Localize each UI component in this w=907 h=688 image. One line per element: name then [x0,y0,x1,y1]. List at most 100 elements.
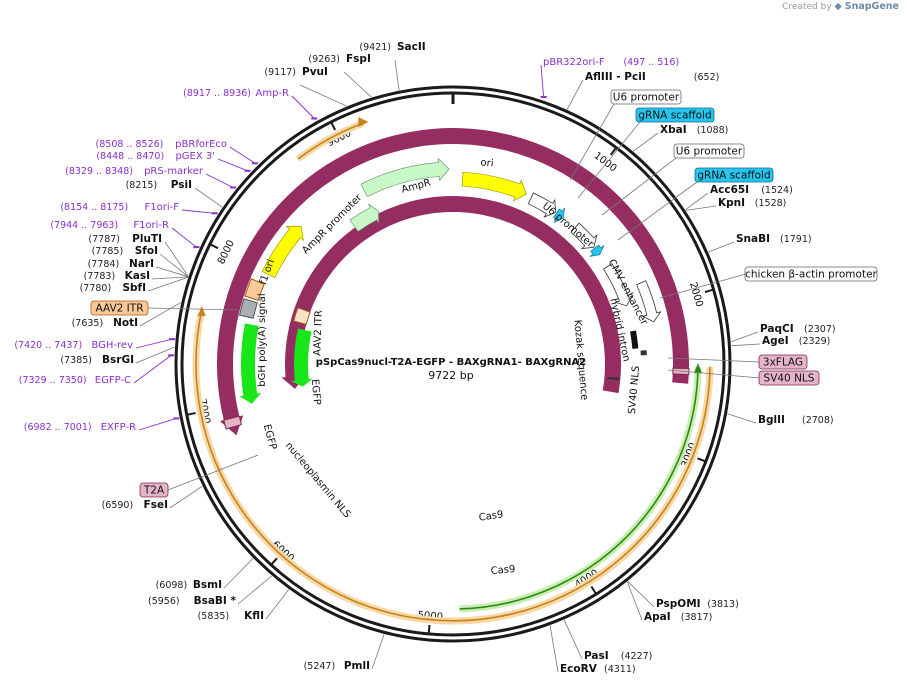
site-name-25[interactable]: ApaI [644,611,671,623]
site-name-4[interactable]: PluTI [132,233,162,245]
ampr-arrow [360,157,450,198]
site-name-23[interactable]: BglII [758,414,785,426]
site-leader-12 [223,558,254,589]
sv40-nls-label: SV40 NLS [627,365,642,414]
box-bg-sv40 [758,370,820,386]
outer-orange-glow [200,427,695,625]
grna-scaffold-1-arrow [553,207,565,223]
box-bg-u6-promoter-1 [610,89,682,105]
primer-name-5[interactable]: F1ori-R [133,220,169,231]
aav2-itr-inner-block [293,307,311,325]
box-text-flag: 3xFLAG [763,357,803,369]
site-name-20[interactable]: SnaBI [736,233,770,245]
credit-prefix: Created by [782,2,832,12]
egfp-inner-arrow [290,328,313,387]
box-leader-t2a [167,454,259,491]
tick-2000 [704,288,714,294]
snapgene-logo: ◆ [834,1,842,12]
primer-name-8[interactable]: EXFP-R [101,422,136,433]
site-name-17[interactable]: XbaI [660,124,687,136]
box-bg-grna-scaffold-1 [635,107,715,123]
primer-name-3[interactable]: pRS-marker [144,166,204,177]
site-name-5[interactable]: SfoI [135,245,158,257]
primer-leader-0 [291,95,315,119]
box-bg-grna-scaffold-2 [694,167,774,183]
site-pos-4: (7787) [88,234,120,245]
egfp-outer-arrow [239,323,262,404]
primer-leader-8 [138,417,177,431]
primer-leader-6 [135,338,173,349]
primer-pos-3: (8329 .. 8348) [65,166,133,177]
box-t2a[interactable]: T2A [139,482,169,498]
site-name-14[interactable]: KflI [244,610,264,622]
box-grna-scaffold-1[interactable]: gRNA scaffold [635,107,715,123]
site-name-0[interactable]: SacII [397,41,426,53]
site-pos-1: (9263) [308,54,340,65]
primer-pos-6: (7420 .. 7437) [14,340,82,351]
site-name-16[interactable]: AflIII - PciI [585,71,646,83]
primer-name-2[interactable]: pGEX 3' [175,151,215,162]
primer-name-0[interactable]: Amp-R [256,88,290,99]
ampr-promoter-arrow [349,203,380,232]
site-name-10[interactable]: BsrGI [102,354,134,366]
site-leader-2 [299,84,347,107]
site-pos-24: (3813) [707,599,739,610]
box-cba-promoter[interactable]: chicken β-actin promoter [744,266,878,282]
snapgene-credit: Created by ◆ SnapGene [782,1,899,12]
primer-name-1[interactable]: pBRforEco [175,139,227,150]
site-pos-12: (6098) [156,580,188,591]
site-leader-26 [563,619,583,660]
primer-name-7[interactable]: EGFP-C [95,375,131,386]
site-name-15[interactable]: PmlI [344,660,370,672]
t2a-block [223,415,243,430]
site-name-6[interactable]: NarI [129,258,154,270]
primer-name-4[interactable]: F1ori-F [145,202,180,213]
site-name-22[interactable]: AgeI [762,335,789,347]
site-name-21[interactable]: PaqCI [760,323,794,335]
box-aav2[interactable]: AAV2 ITR [90,300,149,316]
box-text-cba-promoter: chicken β-actin promoter [745,269,877,281]
site-name-13[interactable]: BsaBI * [194,595,237,607]
box-u6-promoter-2[interactable]: U6 promoter [673,143,745,159]
feature-arcs [192,117,714,625]
site-pos-15: (5247) [304,661,336,672]
site-pos-18: (1524) [761,185,793,196]
box-text-t2a: T2A [143,485,165,497]
cba-promoter-arrow [636,280,662,323]
site-name-12[interactable]: BsmI [193,579,222,591]
site-pos-25: (3817) [681,612,713,623]
box-sv40[interactable]: SV40 NLS [758,370,820,386]
site-name-19[interactable]: KpnI [718,197,745,209]
primer-name-6[interactable]: BGH-rev [91,340,133,351]
site-pos-13: (5956) [148,596,180,607]
site-leader-1 [343,71,372,98]
site-leader-24 [627,581,655,608]
site-leader-11 [169,485,203,509]
site-name-11[interactable]: FseI [144,499,168,511]
site-name-8[interactable]: SbfI [122,282,146,294]
site-leader-19 [685,205,717,211]
box-grna-scaffold-2[interactable]: gRNA scaffold [694,167,774,183]
site-name-24[interactable]: PspOMI [656,598,701,610]
site-name-27[interactable]: EcoRV [560,663,598,675]
site-leader-17 [633,132,659,152]
site-name-2[interactable]: PvuI [302,66,328,78]
tick-3000 [697,457,707,463]
site-name-3[interactable]: PsiI [171,179,192,191]
primer-leader-7 [133,354,172,384]
box-u6-promoter-1[interactable]: U6 promoter [610,89,682,105]
box-bg-aav2 [90,300,149,316]
site-name-1[interactable]: FspI [346,53,371,65]
box-leader-u6-promoter-2 [601,157,677,216]
site-name-7[interactable]: KasI [125,270,150,282]
site-name-26[interactable]: PasI [584,650,609,662]
site-leader-0 [394,59,400,91]
site-name-18[interactable]: Acc65I [710,184,749,196]
tick-1000 [609,147,618,156]
box-flag[interactable]: 3xFLAG [758,354,808,370]
site-pos-27: (4311) [604,664,636,675]
site-leader-20 [708,241,735,253]
ori-arrow [461,171,527,202]
primer-name-9[interactable]: pBR322ori-F [543,57,605,68]
site-name-9[interactable]: NotI [113,317,138,329]
